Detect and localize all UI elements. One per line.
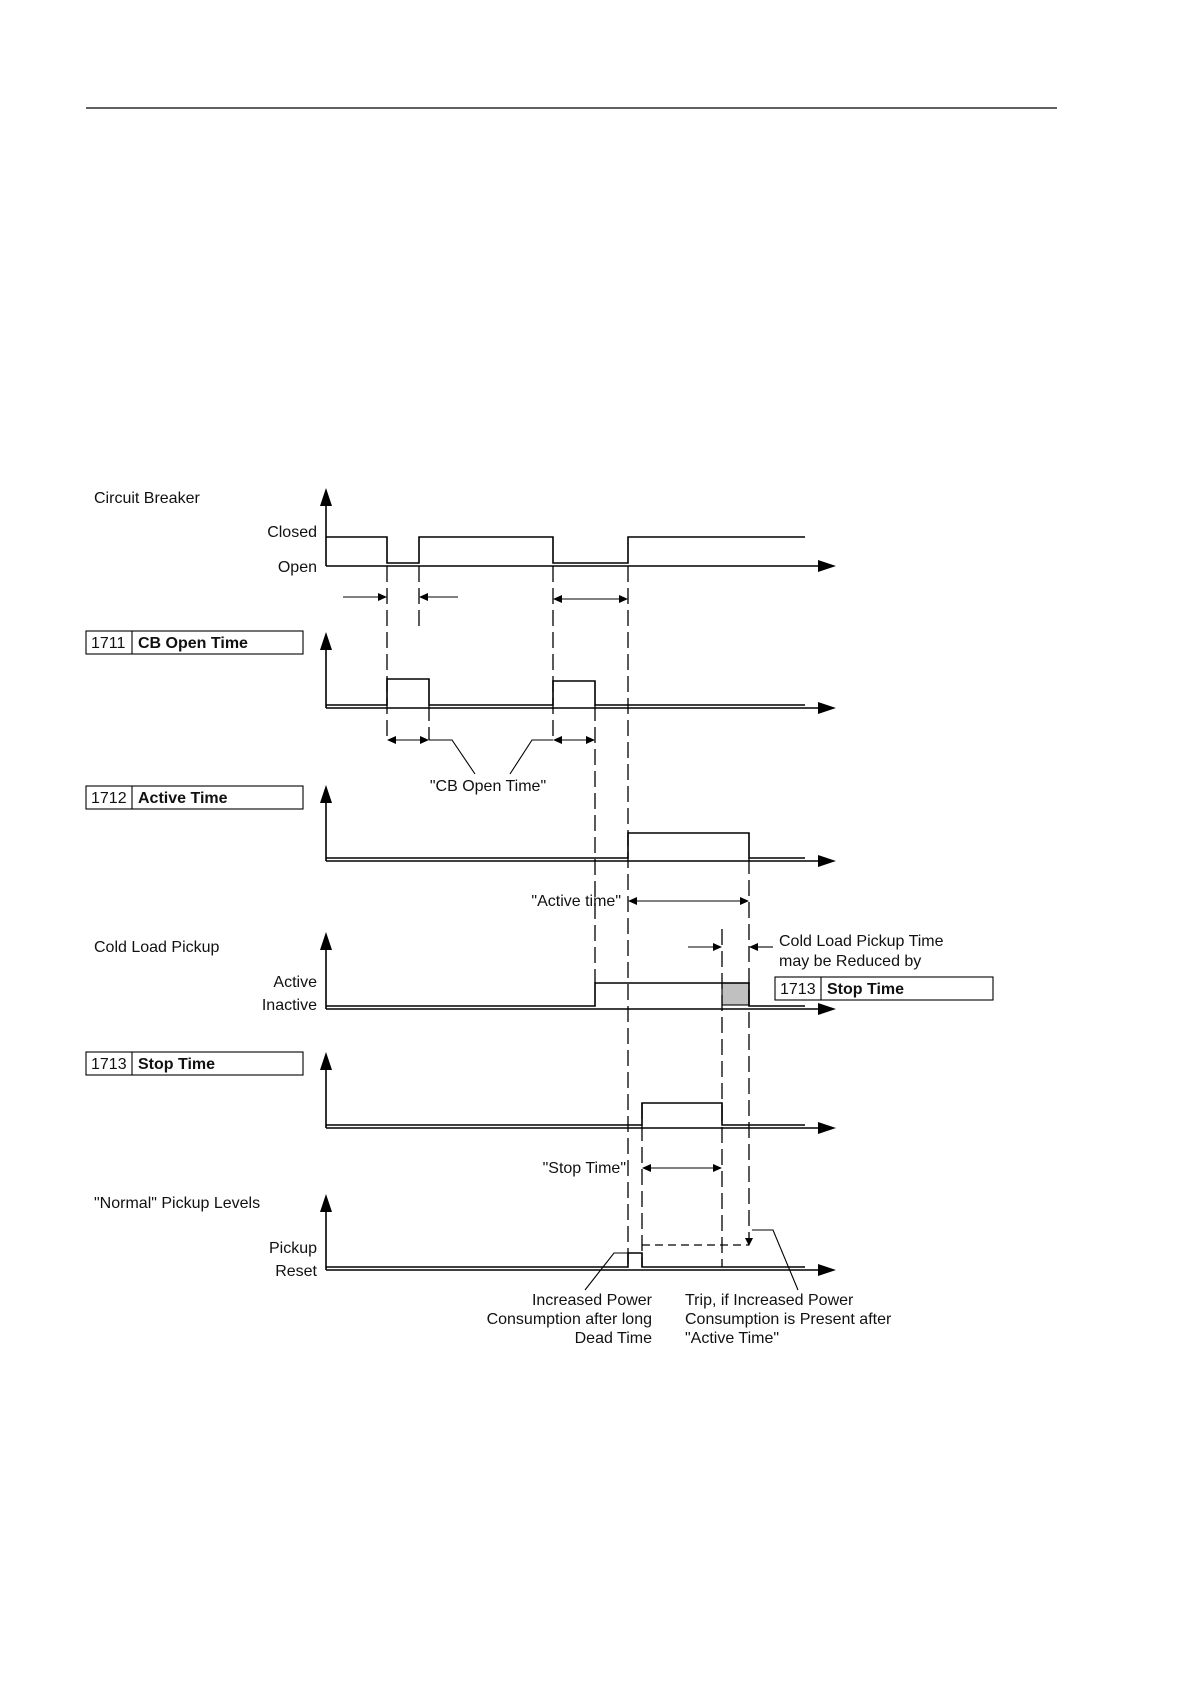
cbot-leader-2	[509, 739, 553, 775]
cold-load-pickup-label: Cold Load Pickup	[94, 939, 220, 956]
row-active-time: 1712 Active Time "Active time"	[85, 785, 836, 910]
normal-pickup-levels-label: "Normal" Pickup Levels	[94, 1195, 260, 1212]
trip-note-line3: "Active Time"	[685, 1330, 779, 1347]
increased-note-line2: Consumption after long	[487, 1311, 652, 1328]
np-leader-increased	[584, 1252, 628, 1291]
np-y-arrow	[320, 1194, 332, 1212]
closed-label: Closed	[267, 524, 317, 541]
pickup-label: Pickup	[269, 1240, 317, 1257]
at-signal	[326, 832, 805, 859]
cb-arrow-span-head-left	[553, 595, 562, 603]
param-name-1713-note: Stop Time	[827, 981, 904, 998]
cb-arrow-out-head	[419, 593, 428, 601]
np-leader-trip	[752, 1229, 799, 1291]
param-box-1713-note	[774, 976, 994, 1001]
active-label: Active	[273, 974, 317, 991]
clp-x-arrow	[818, 1003, 836, 1015]
row-cold-load-pickup: Cold Load Pickup Active Inactive Cold Lo…	[94, 932, 994, 1015]
row-circuit-breaker: Circuit Breaker Closed Open	[94, 488, 836, 603]
param-box-1712	[85, 785, 304, 810]
stop-time-annotation: "Stop Time"	[543, 1160, 626, 1177]
param-name-1712: Active Time	[138, 790, 228, 807]
param-code-1712: 1712	[91, 790, 127, 807]
at-arrow-right	[740, 897, 749, 905]
clp-reduced-note-line1: Cold Load Pickup Time	[779, 933, 944, 950]
param-box-1711	[85, 630, 304, 655]
increased-note-line3: Dead Time	[575, 1330, 652, 1347]
cbot-arrow-2-left	[553, 736, 562, 744]
st-y-arrow	[320, 1052, 332, 1070]
np-x-arrow	[818, 1264, 836, 1276]
param-box-1713	[85, 1051, 304, 1076]
cbot-y-arrow	[320, 632, 332, 650]
clp-arrow-in-head	[713, 943, 722, 951]
cbot-x-arrow	[818, 702, 836, 714]
param-code-1713: 1713	[91, 1056, 127, 1073]
at-arrow-left	[628, 897, 637, 905]
cb-y-arrow	[320, 488, 332, 506]
open-label: Open	[278, 559, 317, 576]
circuit-breaker-label: Circuit Breaker	[94, 490, 200, 507]
reference-lines	[386, 566, 750, 1267]
trip-marker	[745, 1238, 753, 1246]
cbot-signal	[326, 678, 805, 706]
param-name-1711: CB Open Time	[138, 635, 248, 652]
cbot-leader-1	[429, 739, 476, 775]
row-cb-open-time: 1711 CB Open Time "CB Open Time"	[85, 630, 836, 795]
cbot-arrow-1-right	[420, 736, 429, 744]
active-time-annotation: "Active time"	[531, 893, 621, 910]
clp-signal	[326, 982, 805, 1007]
trip-note-line2: Consumption is Present after	[685, 1311, 892, 1328]
cb-arrow-in-head	[378, 593, 387, 601]
st-signal	[326, 1102, 805, 1126]
st-x-arrow	[818, 1122, 836, 1134]
param-code-1711: 1711	[91, 635, 126, 652]
cbot-arrow-1-left	[387, 736, 396, 744]
cb-x-arrow	[818, 560, 836, 572]
st-arrow-right	[713, 1164, 722, 1172]
param-code-1713-note: 1713	[780, 981, 816, 998]
clp-arrow-out-head	[749, 943, 758, 951]
at-x-arrow	[818, 855, 836, 867]
trip-note-line1: Trip, if Increased Power	[685, 1292, 854, 1309]
st-arrow-left	[642, 1164, 651, 1172]
clp-reduced-note-line2: may be Reduced by	[779, 953, 921, 970]
increased-note-line1: Increased Power	[532, 1292, 653, 1309]
clp-y-arrow	[320, 932, 332, 950]
cb-signal	[326, 536, 805, 564]
at-y-arrow	[320, 785, 332, 803]
cb-open-time-annotation: "CB Open Time"	[430, 778, 546, 795]
cbot-arrow-2-right	[586, 736, 595, 744]
row-stop-time: 1713 Stop Time "Stop Time"	[85, 1051, 836, 1177]
cb-arrow-span-head-right	[619, 595, 628, 603]
inactive-label: Inactive	[262, 997, 317, 1014]
reset-label: Reset	[275, 1263, 317, 1280]
np-signal	[326, 1252, 805, 1268]
clp-reduced-shading	[721, 982, 750, 1006]
param-name-1713: Stop Time	[138, 1056, 215, 1073]
row-normal-pickup-levels: "Normal" Pickup Levels Pickup Reset Incr…	[94, 1194, 892, 1347]
